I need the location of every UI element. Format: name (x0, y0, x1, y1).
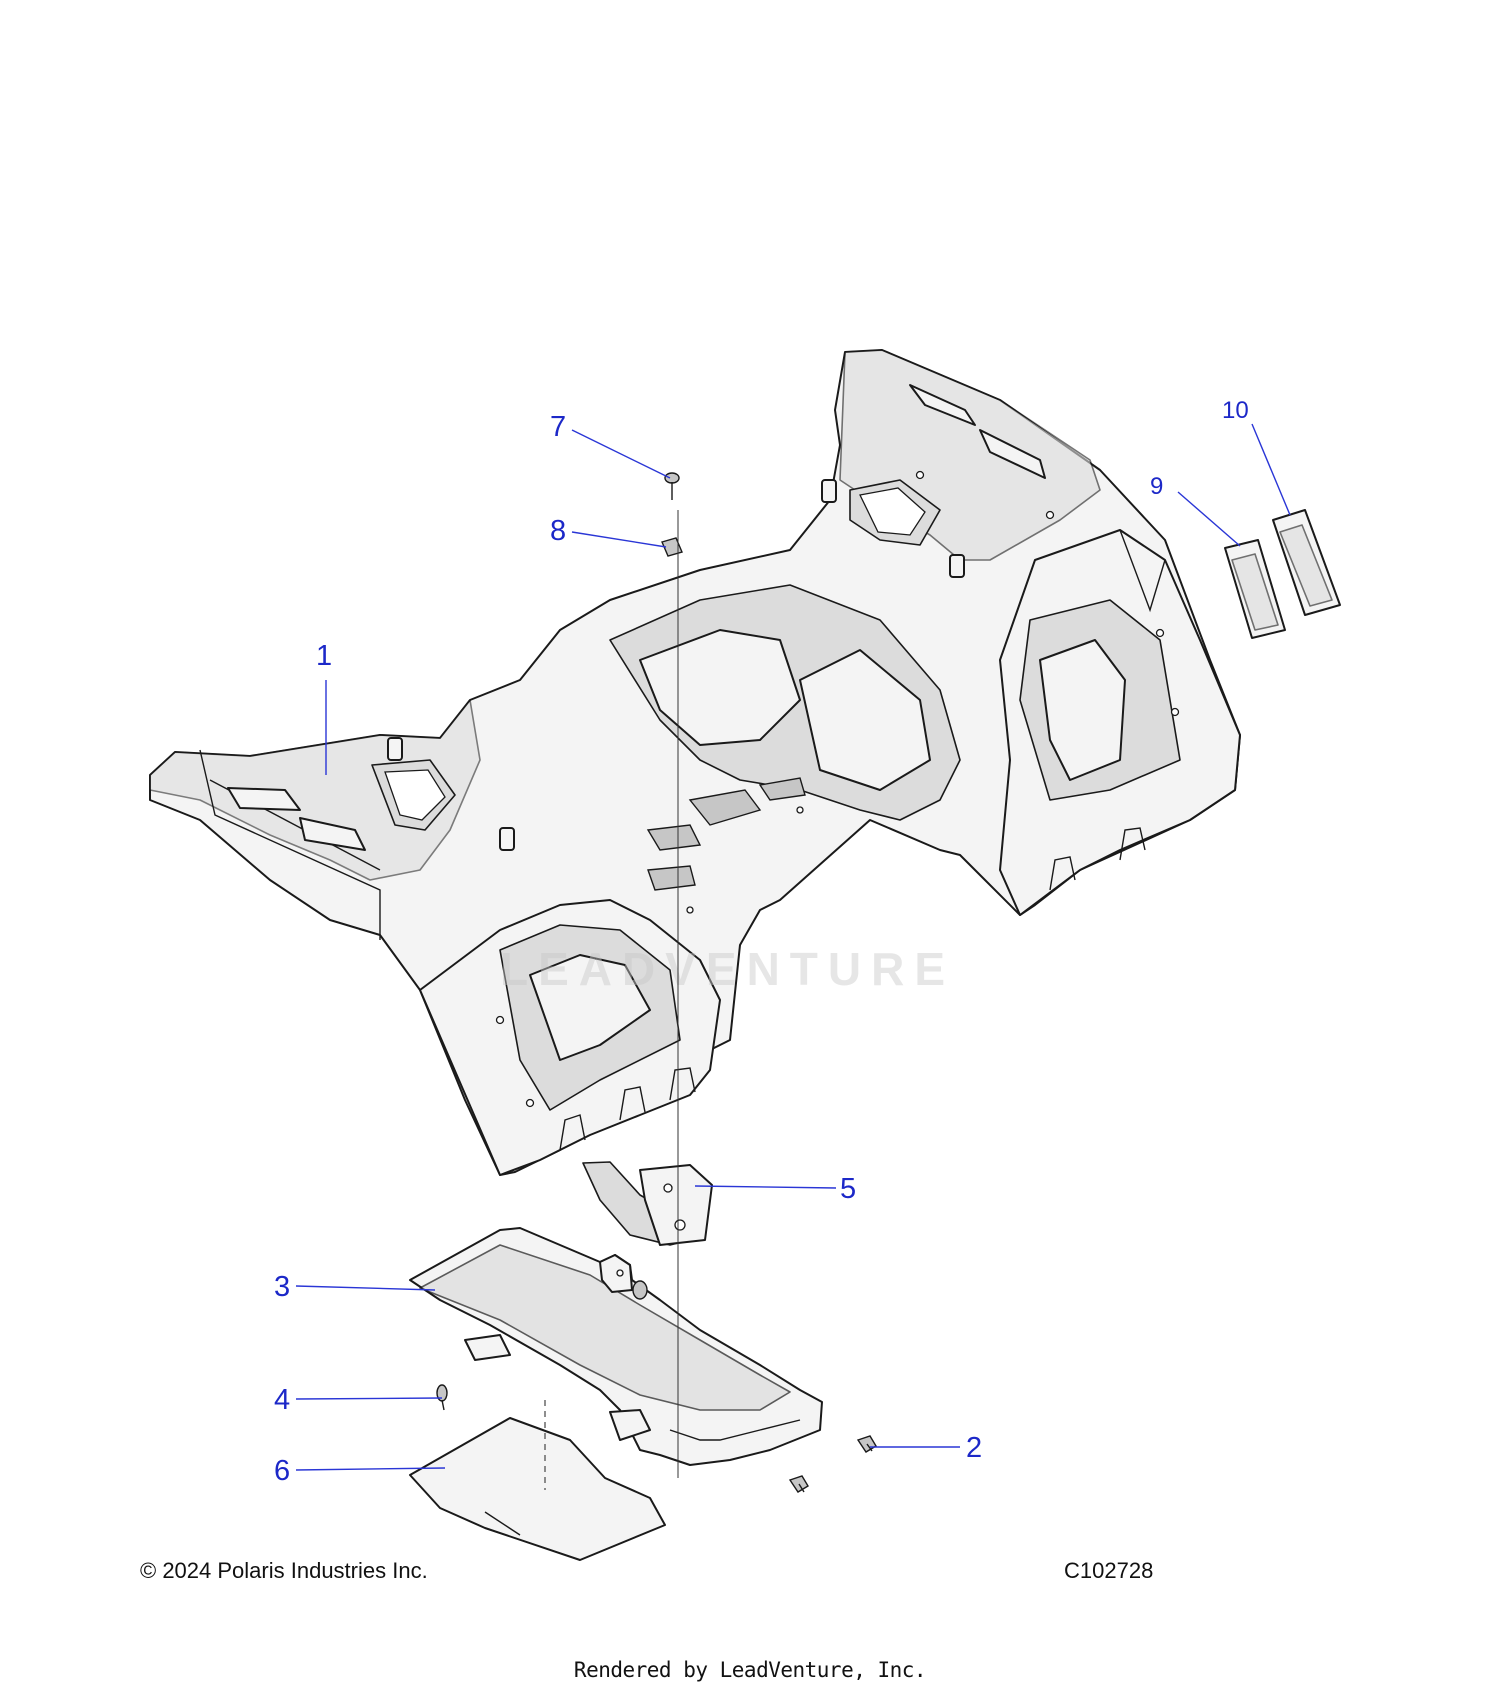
part-8-clip[interactable] (661, 537, 683, 557)
part-3-under-tray[interactable] (409, 1227, 823, 1466)
callout-1[interactable]: 1 (316, 640, 332, 672)
part-5-bracket[interactable] (582, 1161, 713, 1246)
part-1-rear-fender[interactable] (149, 349, 1241, 1176)
part-2-fastener[interactable] (788, 1435, 877, 1493)
callout-7[interactable]: 7 (550, 411, 566, 443)
callout-4[interactable]: 4 (274, 1384, 290, 1416)
part-7-screw[interactable] (664, 472, 680, 500)
callout-5[interactable]: 5 (840, 1173, 856, 1205)
callout-8[interactable]: 8 (550, 515, 566, 547)
part-9-decal[interactable] (1224, 539, 1286, 639)
callout-10[interactable]: 10 (1222, 397, 1249, 424)
part-10-decal[interactable] (1272, 509, 1341, 616)
part-4-fastener[interactable] (436, 1384, 448, 1411)
callout-6[interactable]: 6 (274, 1455, 290, 1487)
copyright-text: © 2024 Polaris Industries Inc. (140, 1558, 428, 1583)
watermark-text: LEADVENTURE (500, 943, 955, 995)
callout-3[interactable]: 3 (274, 1271, 290, 1303)
callout-leaders (295, 423, 1291, 1471)
part-6-pad[interactable] (409, 1417, 666, 1561)
callout-2[interactable]: 2 (966, 1432, 982, 1464)
rendered-by-text: Rendered by LeadVenture, Inc. (573, 1658, 927, 1682)
diagram-id: C102728 (1064, 1558, 1154, 1583)
callout-9[interactable]: 9 (1150, 473, 1163, 500)
